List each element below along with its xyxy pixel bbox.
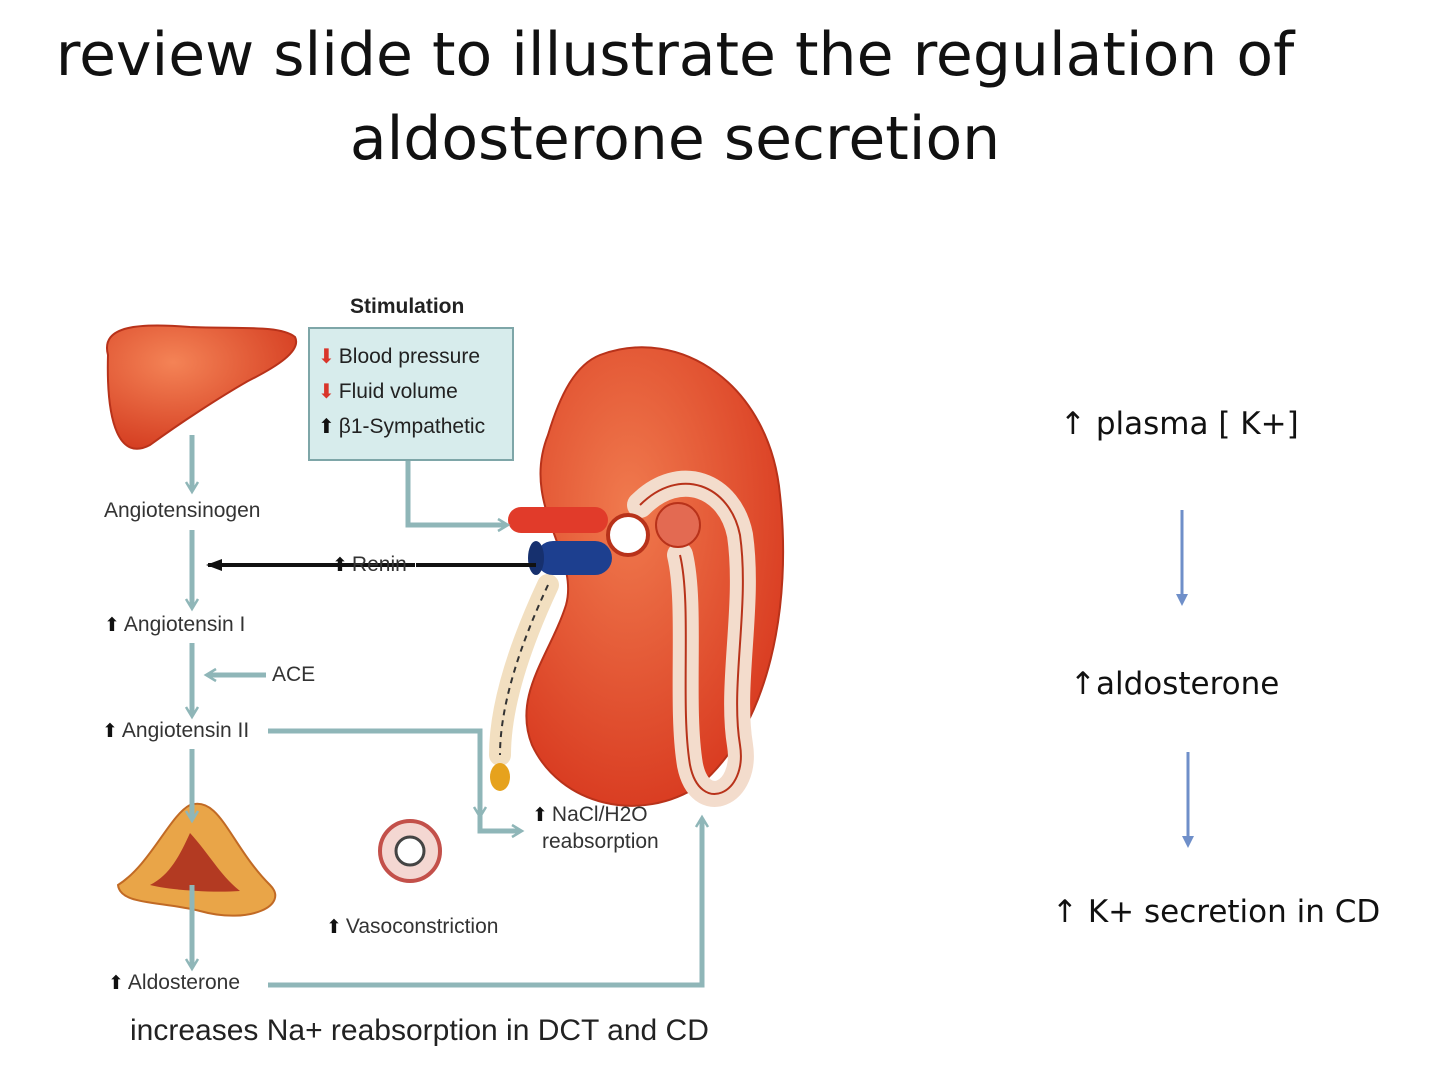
chain-step-plasma-k: ↑ plasma [ K+] bbox=[1060, 406, 1299, 442]
label-aldosterone: ⬆Aldosterone bbox=[108, 971, 240, 994]
up-arrow-icon: ⬆ bbox=[332, 555, 348, 576]
down-arrow-icon: ⬇ bbox=[318, 381, 335, 403]
label-vasoconstriction: ⬆Vasoconstriction bbox=[326, 915, 499, 938]
slide-title-line1: review slide to illustrate the regulatio… bbox=[55, 20, 1295, 90]
chain-step-aldosterone: ↑aldosterone bbox=[1070, 666, 1280, 702]
liver-icon bbox=[105, 324, 298, 450]
up-arrow-icon: ⬆ bbox=[102, 721, 118, 742]
up-arrow-icon: ⬆ bbox=[108, 973, 124, 994]
up-arrow-icon: ⬆ bbox=[318, 416, 335, 438]
chain-step-k-secretion: ↑ K+ secretion in CD bbox=[1052, 894, 1381, 930]
arrow-aldosterone-to-kidney bbox=[268, 814, 710, 988]
up-arrow-icon: ⬆ bbox=[532, 805, 548, 826]
raas-diagram: Stimulation ⬇Blood pressure ⬇Fluid volum… bbox=[80, 285, 840, 1005]
up-arrow-icon: ⬆ bbox=[104, 615, 120, 636]
label-angiotensinogen: Angiotensinogen bbox=[104, 499, 261, 522]
artery bbox=[508, 507, 608, 533]
chain-arrow-1 bbox=[1176, 510, 1188, 606]
up-arrow-icon: ⬆ bbox=[326, 917, 342, 938]
stimulation-title: Stimulation bbox=[350, 295, 465, 318]
down-arrow-icon: ⬇ bbox=[318, 346, 335, 368]
bottom-note: increases Na+ reabsorption in DCT and CD bbox=[130, 1014, 709, 1047]
diagram-graphics bbox=[105, 324, 785, 988]
arrow-stimulation-to-kidney bbox=[405, 461, 511, 533]
label-angiotensin2: ⬆Angiotensin II bbox=[102, 719, 250, 742]
chain-arrow-2 bbox=[1182, 752, 1194, 848]
label-nacl: ⬆NaCl/H2O bbox=[532, 803, 648, 826]
arrow-to-nacl bbox=[420, 728, 525, 839]
label-angiotensin1: ⬆Angiotensin I bbox=[104, 613, 246, 636]
stim-item-blood-pressure: ⬇Blood pressure bbox=[318, 345, 481, 368]
urine-drop bbox=[490, 763, 510, 791]
glomerulus-icon bbox=[606, 513, 650, 557]
slide-title-line2: aldosterone secretion bbox=[349, 104, 1001, 174]
vein bbox=[536, 541, 612, 575]
kidney-icon bbox=[525, 346, 785, 807]
stim-item-sympathetic: ⬆β1-Sympathetic bbox=[318, 415, 486, 438]
label-ace: ACE bbox=[272, 663, 316, 686]
stimulation-box: ⬇Blood pressure ⬇Fluid volume ⬆β1-Sympat… bbox=[308, 327, 514, 461]
stim-item-fluid-volume: ⬇Fluid volume bbox=[318, 380, 458, 403]
arrow-to-vasoconstriction bbox=[268, 728, 488, 820]
label-reabsorption: reabsorption bbox=[542, 830, 659, 853]
label-renin: ⬆Renin bbox=[332, 553, 407, 576]
